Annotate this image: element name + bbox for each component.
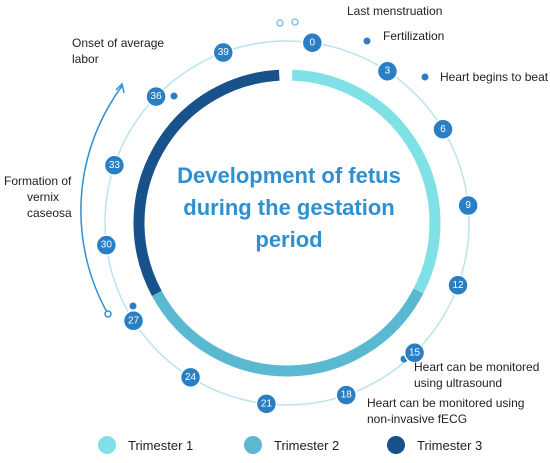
- week-marker-label: 33: [109, 160, 121, 171]
- week-marker-label: 15: [409, 347, 421, 358]
- week-marker-39: 39: [212, 41, 235, 64]
- vernix-label-line2: vernix: [27, 190, 59, 204]
- fecg-label-line2: non-invasive fECG: [367, 412, 467, 426]
- week-marker-label: 21: [261, 398, 273, 409]
- week-marker-label: 6: [440, 124, 446, 135]
- week-marker-circle: [255, 393, 278, 415]
- week-marker-24: 24: [179, 366, 202, 389]
- week-marker-circle: [301, 32, 324, 54]
- legend: Trimester 1 Trimester 2 Trimester 3: [0, 436, 550, 458]
- week-marker-15: 15: [403, 342, 426, 364]
- legend-item-trimester-2: Trimester 2: [244, 436, 339, 454]
- week-marker-circle: [179, 366, 202, 389]
- outer-ring: [104, 40, 470, 406]
- week-marker-33: 33: [103, 154, 126, 176]
- trimester-arc-3: [133, 69, 280, 296]
- week-marker-18: 18: [335, 384, 357, 406]
- week-marker-12: 12: [447, 274, 469, 296]
- ultrasound-label-line1: Heart can be monitored: [414, 360, 539, 374]
- labor-label-line2: labor: [72, 52, 99, 66]
- legend-label-trimester-1: Trimester 1: [128, 437, 194, 453]
- fertilization-label: Fertilization: [383, 29, 444, 43]
- week-marker-label: 9: [465, 200, 471, 211]
- week-marker-9: 9: [457, 194, 479, 217]
- last-menstruation-label: Last menstruation: [347, 4, 442, 18]
- center-title-line1: Development of fetus: [177, 163, 401, 188]
- heart-beat-dot: [421, 73, 429, 81]
- vernix-end-dot: [129, 302, 137, 310]
- week-marker-21: 21: [255, 393, 278, 415]
- week-marker-3: 3: [376, 60, 399, 82]
- week-marker-circle: [212, 41, 235, 64]
- legend-swatch-trimester-2: [244, 436, 262, 454]
- vernix-label-line1: Formation of: [4, 174, 72, 188]
- week-marker-circle: [432, 118, 454, 141]
- week-marker-27: 27: [122, 310, 145, 332]
- heart-beat-label: Heart begins to beat: [440, 70, 549, 84]
- ring-gap-marker-left: [276, 19, 284, 27]
- vernix-label-line3: caseosa: [27, 206, 72, 220]
- week-marker-label: 18: [341, 390, 353, 401]
- legend-item-trimester-1: Trimester 1: [98, 436, 193, 454]
- week-marker-circle: [145, 85, 167, 108]
- ring-gap-marker-right: [291, 18, 299, 26]
- vernix-arrow-start: [104, 310, 112, 318]
- week-marker-circle: [447, 274, 469, 296]
- week-marker-circle: [403, 342, 426, 364]
- ultrasound-label-line2: using ultrasound: [414, 376, 502, 390]
- vernix-arrow-line: [80, 85, 123, 315]
- week-marker-circle: [103, 154, 126, 176]
- week-marker-0: 0: [301, 32, 324, 54]
- week-marker-circle: [335, 384, 357, 406]
- week-marker-label: 39: [218, 47, 230, 58]
- week-marker-label: 30: [101, 240, 113, 251]
- week-marker-36: 36: [145, 85, 167, 108]
- center-title-line3: period: [255, 227, 322, 252]
- trimester-arc-2: [151, 288, 424, 377]
- week-marker-30: 30: [95, 234, 118, 256]
- legend-label-trimester-3: Trimester 3: [417, 437, 483, 453]
- week-marker-label: 12: [452, 280, 464, 291]
- week-marker-circle: [376, 60, 399, 82]
- legend-label-trimester-2: Trimester 2: [274, 437, 340, 453]
- week-marker-label: 36: [151, 91, 163, 102]
- fertilization-dot: [363, 37, 371, 45]
- legend-item-trimester-3: Trimester 3: [387, 436, 482, 454]
- week-marker-label: 3: [385, 66, 391, 77]
- week-marker-circle: [457, 194, 479, 217]
- labor-dot: [170, 92, 178, 100]
- labor-label-line1: Onset of average: [72, 36, 164, 50]
- legend-swatch-trimester-3: [387, 436, 405, 454]
- vernix-arrow-head: [115, 82, 125, 94]
- center-title-line2: during the gestation: [183, 195, 394, 220]
- trimester-arc-1: [291, 69, 441, 294]
- legend-swatch-trimester-1: [98, 436, 116, 454]
- week-marker-circle: [122, 310, 145, 332]
- week-marker-label: 0: [310, 37, 316, 48]
- week-marker-circle: [95, 234, 118, 256]
- week-marker-label: 24: [185, 372, 197, 383]
- week-marker-6: 6: [432, 118, 454, 141]
- week-marker-label: 27: [128, 315, 140, 326]
- fecg-label-line1: Heart can be monitored using: [367, 396, 524, 410]
- trimester-arcs: [133, 69, 441, 377]
